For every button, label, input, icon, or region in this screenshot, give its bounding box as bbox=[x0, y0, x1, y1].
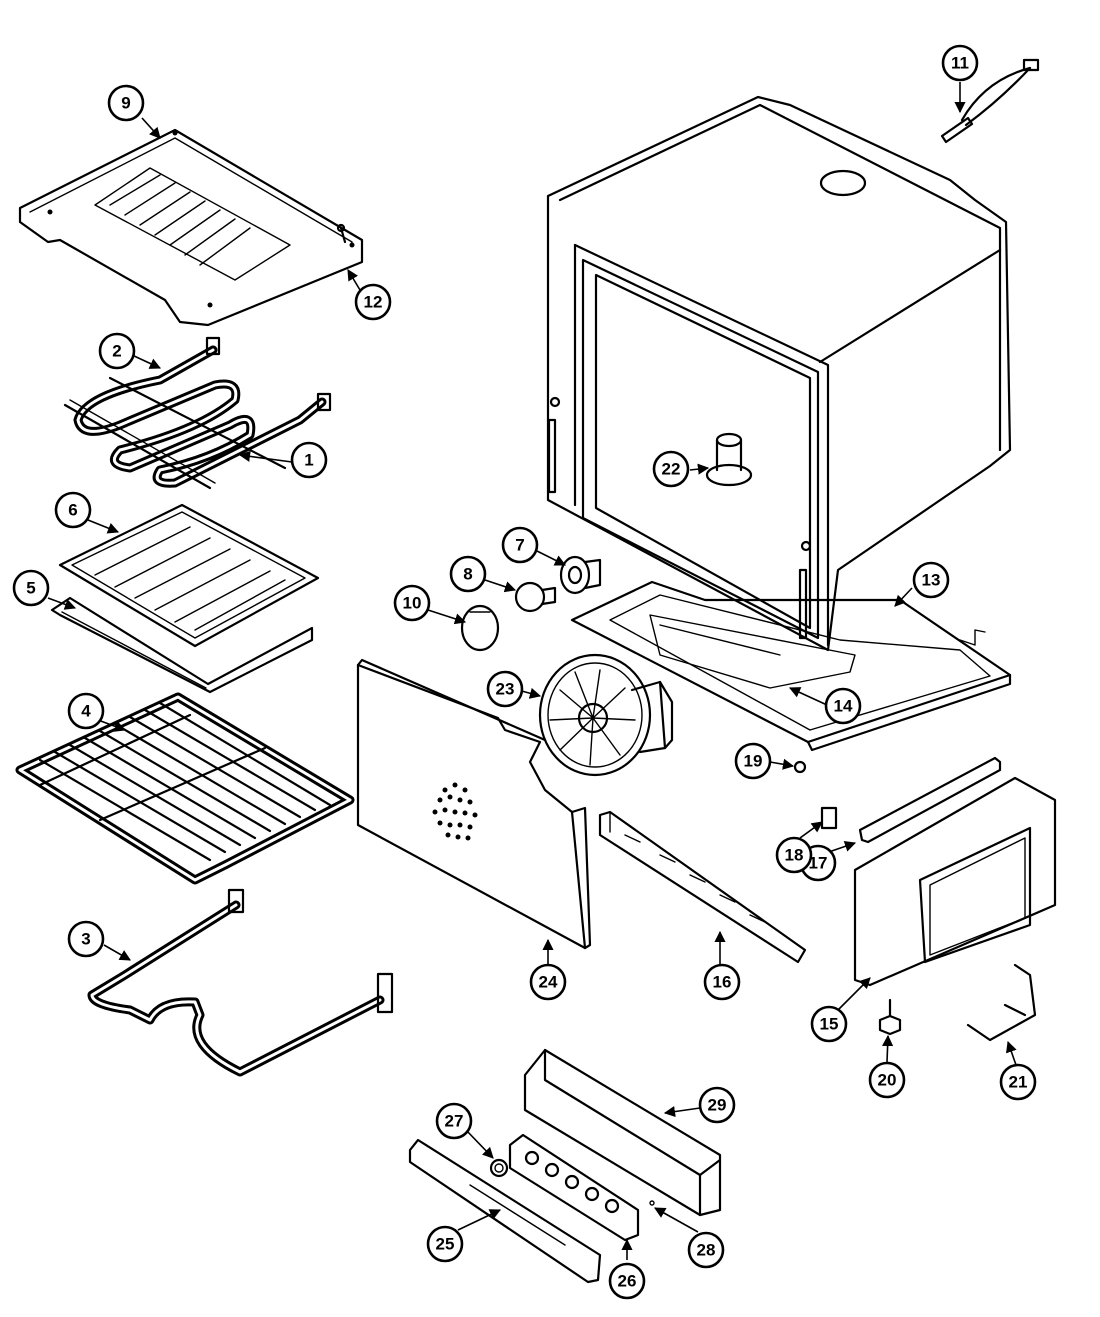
callout-29: 29 bbox=[698, 1086, 736, 1124]
callout-8: 8 bbox=[449, 555, 487, 593]
callout-24: 24 bbox=[529, 963, 567, 1001]
part-26-control-panel bbox=[508, 1133, 640, 1242]
part-9-heat-shield bbox=[18, 128, 364, 327]
svg-text:23: 23 bbox=[496, 680, 515, 699]
part-1-element-bracket bbox=[63, 376, 287, 490]
part-4-oven-rack bbox=[15, 692, 355, 885]
svg-text:1: 1 bbox=[304, 451, 313, 470]
part-19-screw bbox=[793, 760, 807, 774]
svg-text:8: 8 bbox=[463, 565, 472, 584]
callout-2: 2 bbox=[98, 332, 136, 370]
svg-text:28: 28 bbox=[697, 1241, 716, 1260]
svg-text:2: 2 bbox=[112, 342, 121, 361]
svg-text:19: 19 bbox=[744, 752, 763, 771]
callout-4: 4 bbox=[67, 692, 105, 730]
callout-6: 6 bbox=[54, 491, 92, 529]
svg-text:9: 9 bbox=[121, 94, 130, 113]
svg-text:20: 20 bbox=[878, 1071, 897, 1090]
callout-18: 18 bbox=[775, 836, 813, 874]
svg-text:29: 29 bbox=[708, 1096, 727, 1115]
part-16-vent-channel bbox=[598, 810, 807, 964]
part-22-fitting bbox=[705, 432, 753, 487]
svg-text:11: 11 bbox=[951, 54, 969, 73]
callout-27: 27 bbox=[435, 1102, 473, 1140]
svg-text:18: 18 bbox=[785, 846, 804, 865]
part-13-oven-bottom bbox=[570, 580, 1012, 752]
part-27-knob bbox=[489, 1158, 509, 1178]
callout-23: 23 bbox=[486, 670, 524, 708]
svg-text:16: 16 bbox=[713, 973, 732, 992]
svg-text:12: 12 bbox=[364, 293, 383, 312]
svg-text:17: 17 bbox=[809, 854, 828, 873]
callout-7: 7 bbox=[501, 526, 539, 564]
callout-10: 10 bbox=[393, 584, 431, 622]
svg-text:22: 22 bbox=[662, 460, 681, 479]
part-28-screw bbox=[649, 1200, 655, 1206]
svg-text:25: 25 bbox=[436, 1235, 455, 1254]
callout-12: 12 bbox=[354, 283, 392, 321]
callout-13: 13 bbox=[912, 561, 950, 599]
callout-19: 19 bbox=[734, 742, 772, 780]
part-18-clip bbox=[820, 806, 838, 830]
svg-text:27: 27 bbox=[445, 1112, 464, 1131]
callout-25: 25 bbox=[426, 1225, 464, 1263]
part-17-bracket bbox=[858, 756, 1002, 844]
svg-text:4: 4 bbox=[81, 702, 91, 721]
part-14-insulation bbox=[649, 614, 856, 689]
part-20-leveling-leg bbox=[878, 998, 902, 1036]
callout-9: 9 bbox=[107, 84, 145, 122]
part-21-anti-tip-bracket bbox=[966, 963, 1037, 1042]
svg-text:5: 5 bbox=[26, 579, 35, 598]
part-6-broiler-insert bbox=[58, 503, 320, 648]
callout-26: 26 bbox=[608, 1262, 646, 1300]
svg-text:10: 10 bbox=[403, 594, 422, 613]
callout-20: 20 bbox=[868, 1061, 906, 1099]
part-24-rear-panel bbox=[356, 658, 592, 950]
svg-text:7: 7 bbox=[515, 536, 524, 555]
part-25-control-trim bbox=[408, 1138, 602, 1284]
svg-text:3: 3 bbox=[81, 930, 90, 949]
part-15-frame bbox=[853, 776, 1057, 987]
callout-3: 3 bbox=[67, 920, 105, 958]
svg-text:6: 6 bbox=[68, 501, 77, 520]
callout-1: 1 bbox=[290, 441, 328, 479]
svg-text:21: 21 bbox=[1009, 1073, 1028, 1092]
part-5-broiler-pan bbox=[50, 596, 314, 694]
part-10-light-lens bbox=[460, 604, 500, 652]
part-12-screw bbox=[336, 223, 347, 244]
callout-22: 22 bbox=[652, 450, 690, 488]
svg-text:14: 14 bbox=[834, 697, 853, 716]
callout-5: 5 bbox=[12, 569, 50, 607]
svg-text:13: 13 bbox=[922, 571, 941, 590]
part-8-light-bulb bbox=[514, 581, 557, 613]
svg-text:24: 24 bbox=[539, 973, 558, 992]
callout-16: 16 bbox=[703, 963, 741, 1001]
part-29-trim-channel bbox=[523, 1048, 722, 1217]
callout-11: 11 bbox=[941, 44, 979, 82]
part-11-temperature-sensor bbox=[940, 58, 1040, 144]
svg-text:15: 15 bbox=[820, 1015, 839, 1034]
callout-28: 28 bbox=[687, 1231, 725, 1269]
part-2-broil-element bbox=[73, 336, 332, 488]
callout-21: 21 bbox=[999, 1063, 1037, 1101]
part-23-convection-fan bbox=[538, 653, 674, 777]
part-7-light-socket bbox=[559, 555, 602, 595]
leader-lines bbox=[47, 82, 1017, 1260]
callout-14: 14 bbox=[824, 687, 862, 725]
fan-vent-holes bbox=[432, 782, 478, 841]
svg-text:26: 26 bbox=[618, 1272, 637, 1291]
part-3-bake-element bbox=[87, 888, 394, 1077]
callout-15: 15 bbox=[810, 1005, 848, 1043]
